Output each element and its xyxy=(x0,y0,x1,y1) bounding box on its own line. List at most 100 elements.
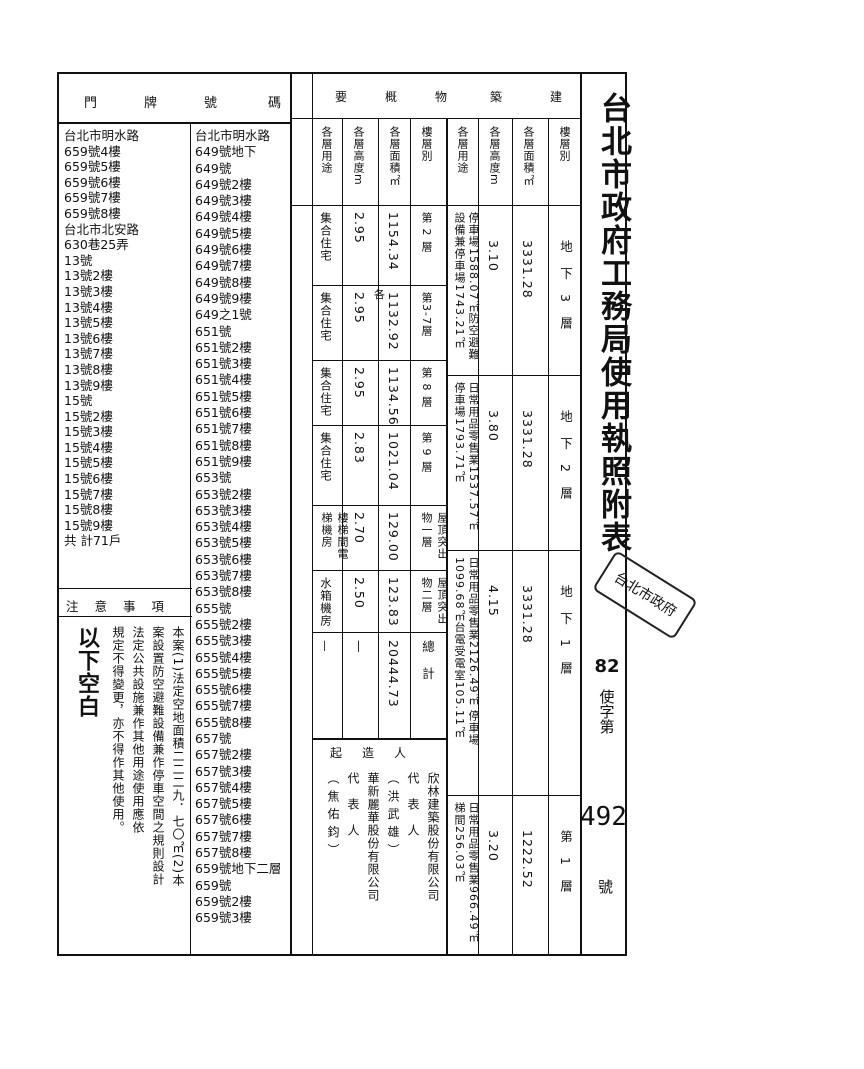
basement-floor: 地 下 2 層 xyxy=(558,410,573,500)
address-item: 657號2樓 xyxy=(195,747,252,763)
address-item: 15號6樓 xyxy=(64,471,113,487)
notes-blank-stamp: 以下空白 xyxy=(74,626,99,718)
upper-floor-use: 集合住宅 xyxy=(319,432,333,482)
upper-floor-area: 1154.34 xyxy=(386,212,401,271)
upper-floor-height: 2.95 xyxy=(352,367,367,399)
upper-floor-floor: 屋頂突出物二層 xyxy=(420,577,449,625)
lower-label-height: 各層高度m xyxy=(488,126,501,186)
address-item: 15號7樓 xyxy=(64,486,113,502)
address-item: 台北市明水路 xyxy=(64,128,140,143)
address-item: 13號8樓 xyxy=(64,361,113,377)
upper-floor-use: 水箱機房 xyxy=(319,577,333,627)
address-item: 13號4樓 xyxy=(64,299,113,315)
grid-v1 xyxy=(312,72,313,956)
address-item: 659號6樓 xyxy=(64,174,121,190)
upper-floor-area: 129.00 xyxy=(386,512,401,562)
address-item: 15號4樓 xyxy=(64,439,113,455)
grid-v8 xyxy=(548,118,549,956)
upper-floor-height: — xyxy=(352,640,367,654)
address-item: 655號 xyxy=(195,600,232,616)
basement-area: 3331.28 xyxy=(520,585,535,644)
basement-use: 日常用品零售業966.49㎡ 梯間256.03㎡ xyxy=(453,802,480,943)
grid-h-lower-labels xyxy=(446,205,580,206)
address-item: 653號5樓 xyxy=(195,535,252,551)
upper-floor-height: 2.95 xyxy=(352,292,367,324)
builder-block: 欣林建築股份有限公司代 表 人（ 洪 武 雄 ）華新麗華股份有限公司代 表 人（… xyxy=(318,770,444,950)
notes-divider xyxy=(57,616,192,617)
address-item: 651號4樓 xyxy=(195,372,252,388)
grid-h-u2 xyxy=(312,360,446,361)
address-item: 649號7樓 xyxy=(195,258,252,274)
divider-address-cols xyxy=(190,122,191,956)
upper-floor-height: 2.95 xyxy=(352,212,367,244)
upper-label-area: 各層面積㎡ xyxy=(388,126,401,186)
address-item: 15號8樓 xyxy=(64,502,113,518)
grid-h-u4 xyxy=(312,505,446,506)
address-item: 659號3樓 xyxy=(195,910,252,926)
lower-label-use: 各層用途 xyxy=(456,126,469,174)
address-item: 649號6樓 xyxy=(195,242,252,258)
grid-v3 xyxy=(378,118,379,738)
address-item: 653號8樓 xyxy=(195,584,252,600)
upper-floor-note: 各 xyxy=(374,288,385,301)
address-item: 657號3樓 xyxy=(195,763,252,779)
address-item: 649號8樓 xyxy=(195,274,252,290)
basement-height: 3.80 xyxy=(486,410,501,442)
upper-label-height: 各層高度m xyxy=(352,126,365,186)
address-item: 653號2樓 xyxy=(195,486,252,502)
address-item: 659號 xyxy=(195,877,232,893)
address-item: 653號6樓 xyxy=(195,551,252,567)
basement-floor: 第 1 層 xyxy=(558,830,573,893)
address-header-4: 碼 xyxy=(268,96,282,111)
address-item: 655號2樓 xyxy=(195,616,252,632)
builder-line: （ 洪 武 雄 ） xyxy=(386,772,400,857)
notes-line-c: 法定公共設施兼作其他用途使用應依 xyxy=(131,626,145,834)
grid-h-b3 xyxy=(446,795,580,796)
address-item: 649之1號 xyxy=(195,307,252,323)
grid-h-u5 xyxy=(312,570,446,571)
address-header-3: 號 xyxy=(204,96,218,111)
address-item: 657號8樓 xyxy=(195,845,252,861)
address-item: 651號7樓 xyxy=(195,421,252,437)
basement-height: 4.15 xyxy=(486,585,501,617)
lower-label-area: 各層面積㎡ xyxy=(522,126,535,186)
grid-h-upper-labels xyxy=(290,205,446,206)
upper-floor-floor: 屋頂突出物一層 xyxy=(420,512,449,560)
permit-mid: 使字第 xyxy=(597,688,616,734)
building-header-char: 概 xyxy=(385,90,398,104)
upper-floor-floor: 第 8 層 xyxy=(420,367,433,408)
address-item: 651號 xyxy=(195,323,232,339)
address-item: 15號3樓 xyxy=(64,424,113,440)
address-item: 651號9樓 xyxy=(195,453,252,469)
builder-line: 欣林建築股份有限公司 xyxy=(426,772,440,902)
address-item: 657號 xyxy=(195,730,232,746)
permit-number-block: 82 使字第 xyxy=(592,656,622,745)
address-item: 649號4樓 xyxy=(195,209,252,225)
upper-floor-area: 1132.92 xyxy=(386,292,401,351)
upper-floor-height: 2.50 xyxy=(352,577,367,609)
address-item: 13號 xyxy=(64,252,93,268)
upper-floor-use: 集合住宅 xyxy=(319,367,333,417)
upper-floor-use: 集合住宅 xyxy=(319,212,333,262)
grid-h-u3 xyxy=(312,425,446,426)
address-item: 台北市北安路 xyxy=(64,221,140,237)
notes-line-a: 本案(1)法定空地面積二二二九．七〇㎡(2)本 xyxy=(171,626,185,887)
address-item: 655號3樓 xyxy=(195,633,252,649)
address-item: 655號6樓 xyxy=(195,682,252,698)
notes-line-d: 規定不得變更，亦不得作其他使用。 xyxy=(111,626,125,834)
permit-table-frame xyxy=(57,72,627,956)
upper-floor-use: — xyxy=(318,640,332,653)
address-item: 13號2樓 xyxy=(64,268,113,284)
address-item: 653號4樓 xyxy=(195,519,252,535)
address-item: 651號6樓 xyxy=(195,405,252,421)
grid-h-b1 xyxy=(446,375,580,376)
upper-floor-area: 1021.04 xyxy=(386,432,401,491)
address-item: 659號8樓 xyxy=(64,205,121,221)
notes-header: 注 意 事 項 xyxy=(66,599,170,614)
address-item: 659號地下二層 xyxy=(195,861,282,877)
divider-left-right xyxy=(290,72,292,956)
address-item: 13號6樓 xyxy=(64,330,113,346)
address-item: 653號7樓 xyxy=(195,568,252,584)
upper-floor-use: 集合住宅 xyxy=(319,292,333,342)
